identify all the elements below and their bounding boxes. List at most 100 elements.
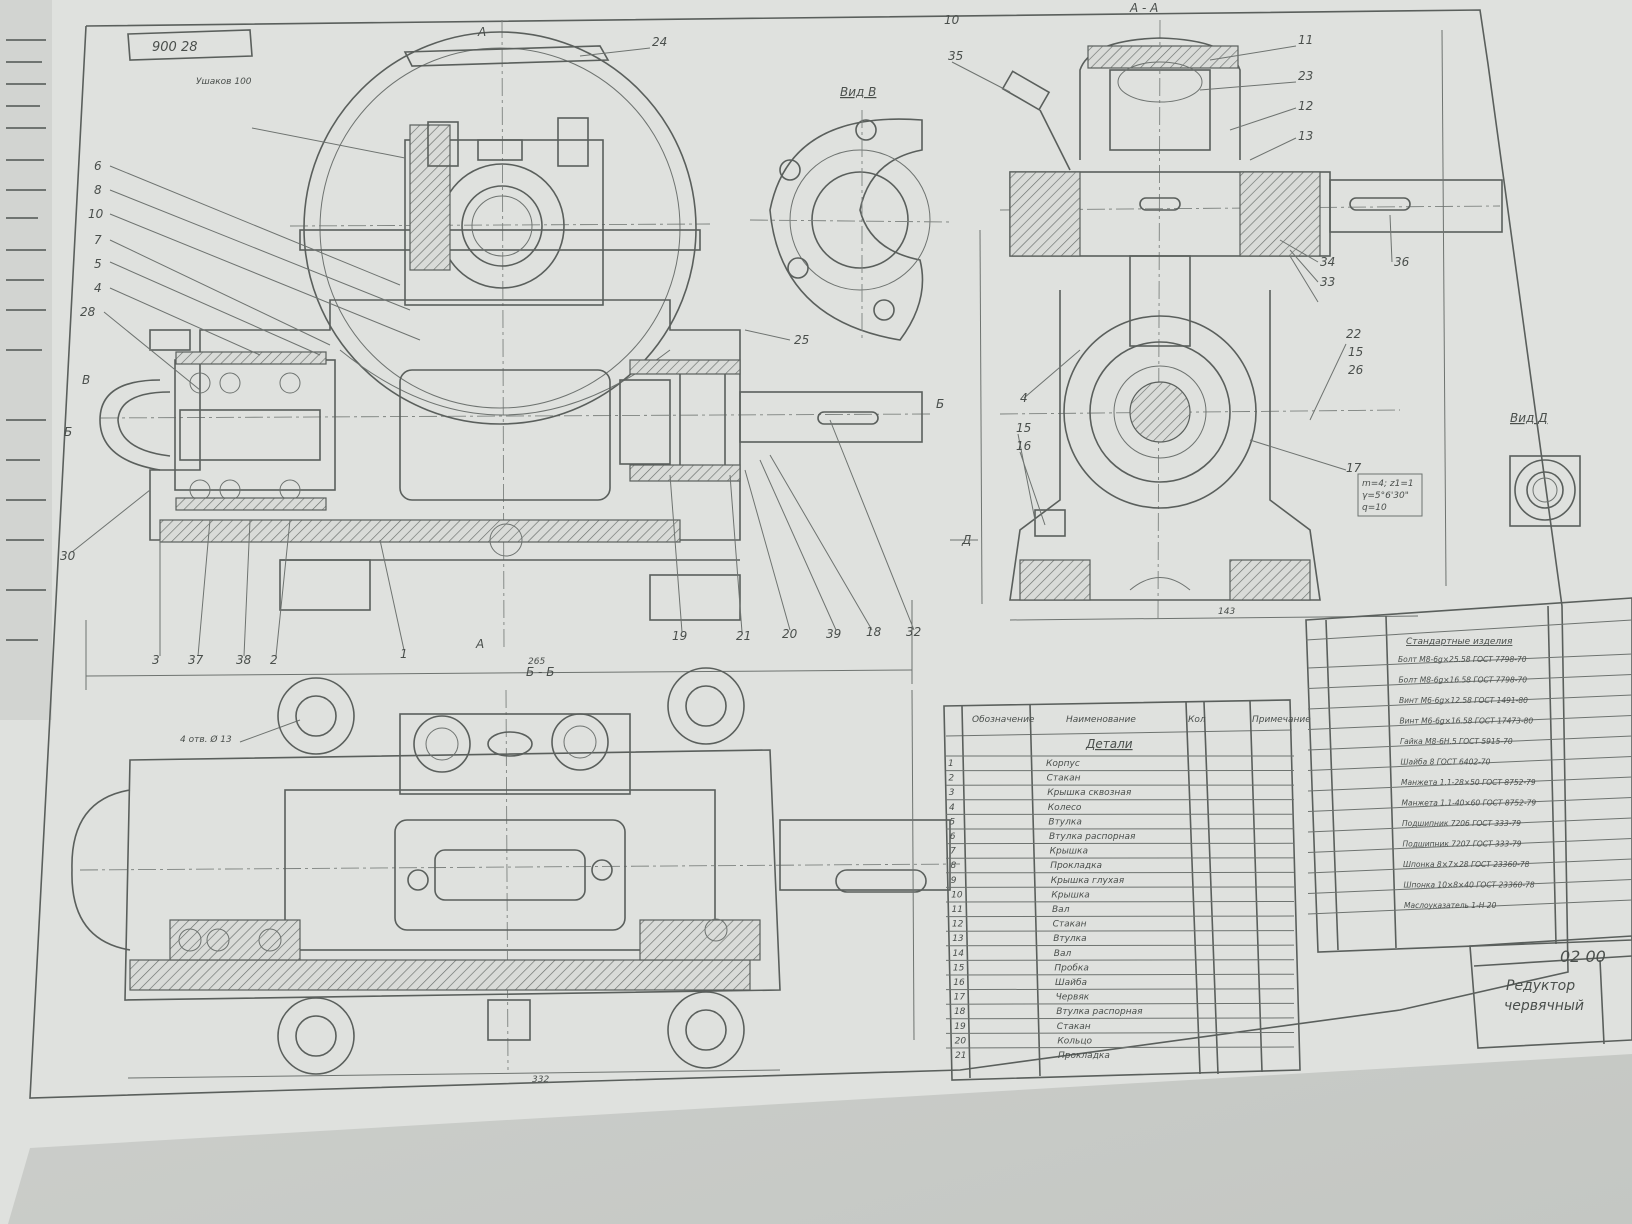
- std-row-text: Шпонка 10×8×40 ГОСТ 23360-78: [1404, 881, 1535, 890]
- std-row-line: [1307, 735, 1632, 751]
- spec-row-line: [945, 944, 1295, 947]
- callout-front-6: 5: [94, 257, 102, 271]
- std-row-text: Болт М8-6g×16.58 ГОСТ 7798-70: [1399, 676, 1528, 685]
- spec-header-name: Наименование: [1066, 715, 1136, 725]
- std-row-text: Манжета 1.1-28×50 ГОСТ 8752-79: [1401, 778, 1536, 787]
- spec-row-name: Колесо: [1048, 803, 1082, 813]
- std-row-text: Маслоуказатель 1-Н 20: [1404, 901, 1497, 910]
- callout-side-2: 35: [948, 49, 963, 63]
- spec-row-pos: 17: [954, 993, 966, 1003]
- std-row-text: Болт М8-6g×25.58 ГОСТ 7798-70: [1398, 655, 1527, 664]
- holes-note: 4 отв. Ø 13: [180, 734, 232, 745]
- spec-row-line: [945, 1017, 1295, 1020]
- spec-row-name: Втулка: [1048, 817, 1081, 827]
- spec-row-pos: 12: [952, 920, 964, 930]
- top-note: Ушаков 100: [196, 77, 252, 87]
- std-row-line: [1307, 776, 1632, 792]
- std-row-line: [1307, 817, 1632, 833]
- svg-text:А: А: [475, 637, 484, 651]
- callout-side-9: 36: [1394, 255, 1410, 269]
- std-section-title: Стандартные изделия: [1406, 637, 1513, 647]
- spec-row-pos: 5: [949, 817, 955, 827]
- title-name-1: Редуктор: [1506, 978, 1575, 994]
- callout-side-7: 34: [1320, 255, 1335, 269]
- svg-text:Б: Б: [936, 397, 944, 411]
- svg-text:А: А: [477, 25, 486, 39]
- view-v-label: Вид В: [840, 85, 876, 99]
- std-row-line: [1307, 797, 1632, 812]
- callout-front-1: 24: [652, 35, 667, 49]
- dim-main-width: 265: [528, 657, 545, 667]
- spec-row-name: Прокладка: [1058, 1051, 1110, 1061]
- callout-bottom-1: 3: [152, 653, 160, 667]
- std-row-text: Гайка М8-6Н.5 ГОСТ 5915-70: [1400, 737, 1513, 746]
- svg-text:Б: Б: [64, 425, 72, 439]
- stamp-code: 900 28: [152, 40, 198, 55]
- spec-row-name: Крышка: [1051, 890, 1089, 900]
- svg-text:q=10: q=10: [1362, 503, 1387, 513]
- callout-bottom-4: 2: [270, 653, 278, 667]
- spec-row-name: Крышка глухая: [1051, 876, 1125, 886]
- section-aa-label: А - А: [1129, 1, 1158, 15]
- title-name-2: червячный: [1504, 998, 1584, 1014]
- std-row-line: [1307, 899, 1632, 915]
- std-row-text: Винт М6-6g×12.58 ГОСТ 1491-80: [1399, 696, 1528, 705]
- callout-front-7: 28: [80, 305, 96, 319]
- spec-row-line: [945, 901, 1295, 903]
- spec-row-pos: 18: [954, 1007, 966, 1017]
- spec-row-pos: 6: [950, 832, 956, 842]
- spec-row-name: Вал: [1054, 949, 1072, 959]
- callout-bottom-11: 32: [906, 625, 921, 639]
- callout-front-2: 6: [94, 159, 102, 173]
- callout-bottom-3: 38: [236, 653, 252, 667]
- callout-side-13: 4: [1020, 391, 1028, 405]
- left-page-text: [6, 39, 46, 641]
- std-row-line: [1307, 858, 1632, 874]
- callout-side-3: 11: [1298, 33, 1313, 47]
- spec-row-line: [945, 1031, 1295, 1034]
- std-row-line: [1307, 838, 1632, 853]
- spec-header-pos: Обозначение: [972, 715, 1035, 725]
- std-row-text: Шпонка 8×7×28 ГОСТ 23360-78: [1403, 860, 1530, 869]
- std-row-text: Шайба 8 ГОСТ 6402-70: [1401, 758, 1491, 767]
- worm-params: m=4; z1=1 γ=5°6'30" q=10: [1357, 473, 1423, 517]
- spec-row-name: Шайба: [1055, 978, 1087, 988]
- callout-bottom-2: 37: [188, 653, 204, 667]
- dim-side-width: 143: [1218, 607, 1235, 617]
- callout-front-5: 7: [94, 233, 102, 247]
- svg-text:В: В: [82, 373, 90, 387]
- spec-row-pos: 11: [952, 905, 963, 915]
- front-view: 265 А А В Б Б: [60, 19, 944, 690]
- std-table: Стандартные изделия Болт М8-6g×25.58 ГОС…: [1305, 597, 1632, 953]
- callout-side-4: 23: [1298, 69, 1313, 83]
- spec-row-pos: 1: [948, 759, 954, 769]
- spec-row-name: Втулка распорная: [1056, 1007, 1143, 1017]
- std-row-line: [1307, 694, 1632, 710]
- callout-bottom-9: 39: [826, 627, 841, 641]
- std-row-line: [1307, 879, 1632, 894]
- spec-row-pos: 16: [953, 978, 965, 988]
- callout-bottom-6: 19: [672, 629, 687, 643]
- std-row-line: [1307, 674, 1632, 689]
- spec-row-name: Втулка распорная: [1049, 832, 1136, 842]
- spec-row-name: Червяк: [1056, 993, 1090, 1003]
- spec-row-pos: 13: [952, 934, 964, 944]
- std-row-line: [1307, 715, 1632, 730]
- spec-row-pos: 8: [950, 861, 956, 871]
- callout-side-5: 12: [1298, 99, 1313, 113]
- spec-row-line: [945, 1046, 1295, 1049]
- spec-header-qty: Кол: [1188, 715, 1206, 725]
- spec-table: Обозначение Наименование Кол Примечание …: [943, 699, 1311, 1081]
- callout-side-10: 22: [1346, 327, 1361, 341]
- spec-row-name: Корпус: [1046, 759, 1080, 769]
- bottom-section: Б - Б 4 отв. Ø 13: [71, 665, 961, 1085]
- spec-row-name: Вал: [1052, 905, 1070, 915]
- callout-bottom-8: 20: [782, 627, 798, 641]
- spec-row-line: [945, 973, 1295, 976]
- callout-front-3: 8: [94, 183, 102, 197]
- callout-bottom-10: 18: [866, 625, 882, 639]
- spec-row-line: [945, 959, 1295, 961]
- spec-row-pos: 19: [954, 1022, 966, 1032]
